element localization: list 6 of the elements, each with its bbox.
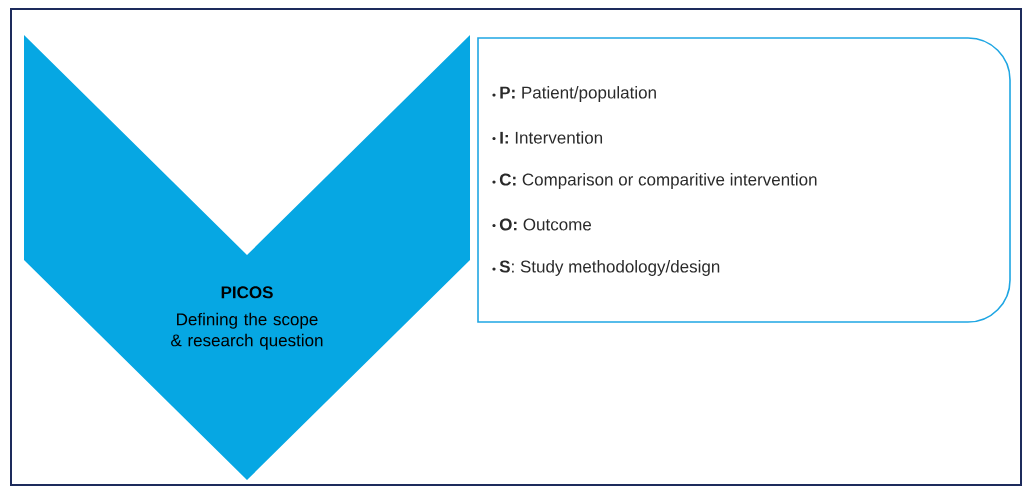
list-item: I: Intervention xyxy=(492,131,603,144)
list-item: S: Study methodology/design xyxy=(492,260,720,276)
list-box xyxy=(477,37,1011,323)
list-item: C: Comparison or comparitive intervention xyxy=(492,173,817,189)
list-item: O: Outcome xyxy=(492,218,592,231)
list-item: P: Patient/population xyxy=(492,86,656,102)
